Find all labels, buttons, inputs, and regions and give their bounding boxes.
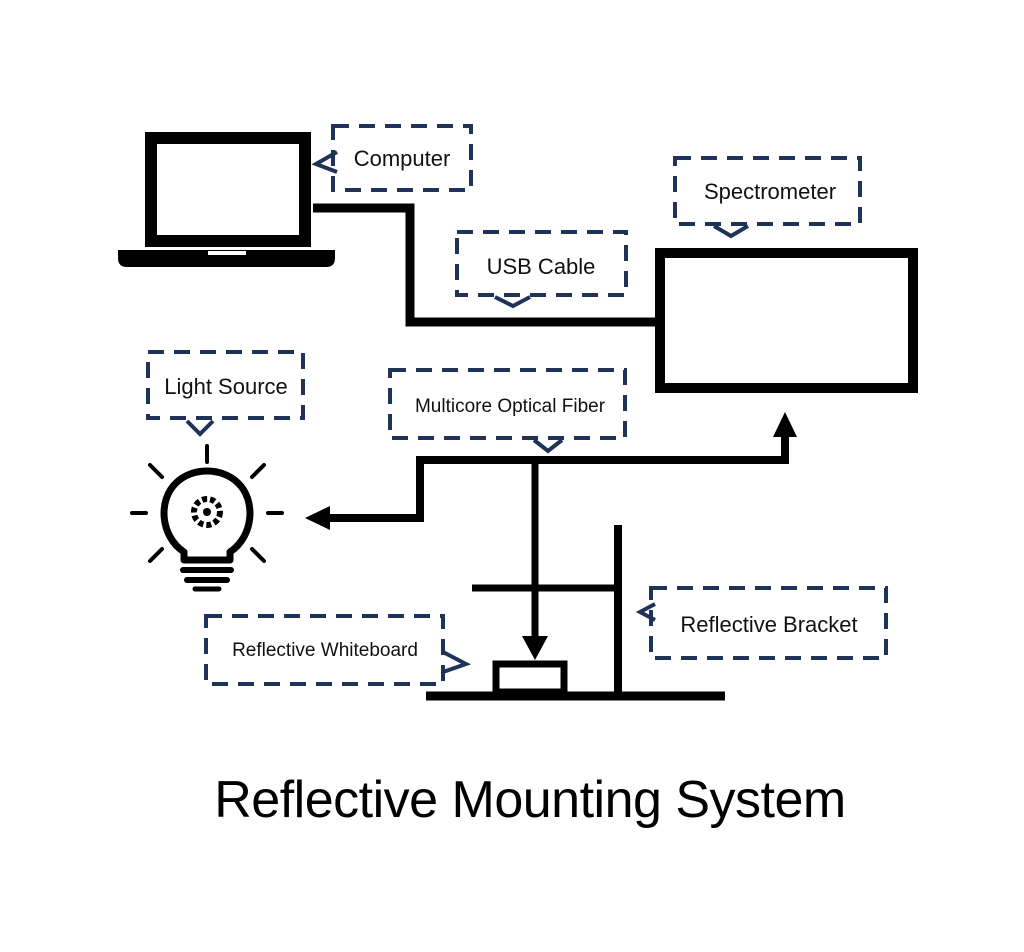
label-spectrometer: Spectrometer [704,179,836,204]
callout-light-source: Light Source [146,350,305,437]
label-reflective-bracket: Reflective Bracket [680,612,857,637]
arrow-to-spectrometer [773,412,797,437]
callout-computer: Computer [311,124,473,192]
arrow-to-whiteboard [522,636,548,660]
diagram-caption: Reflective Mounting System [214,771,846,829]
arrow-to-light-source [305,506,330,530]
reflective-whiteboard-box [492,660,568,696]
callout-spectrometer: Spectrometer [673,156,862,239]
lightbulb-gear-icon [130,444,284,592]
reflective-bracket-structure [426,525,725,701]
label-optical-fiber: Multicore Optical Fiber [415,396,606,417]
label-light-source: Light Source [164,374,288,399]
callout-reflective-bracket: Reflective Bracket [635,586,888,660]
callout-optical-fiber: Multicore Optical Fiber [388,368,627,454]
usb-cable-line [313,203,655,327]
label-computer: Computer [354,146,451,171]
optical-fiber-line [328,432,789,522]
label-reflective-whiteboard: Reflective Whiteboard [232,640,418,661]
spectrometer-box [655,248,918,393]
callout-reflective-whiteboard: Reflective Whiteboard [204,614,472,686]
callout-usb-cable: USB Cable [455,230,628,309]
label-usb-cable: USB Cable [487,254,596,279]
laptop-icon [118,132,335,267]
